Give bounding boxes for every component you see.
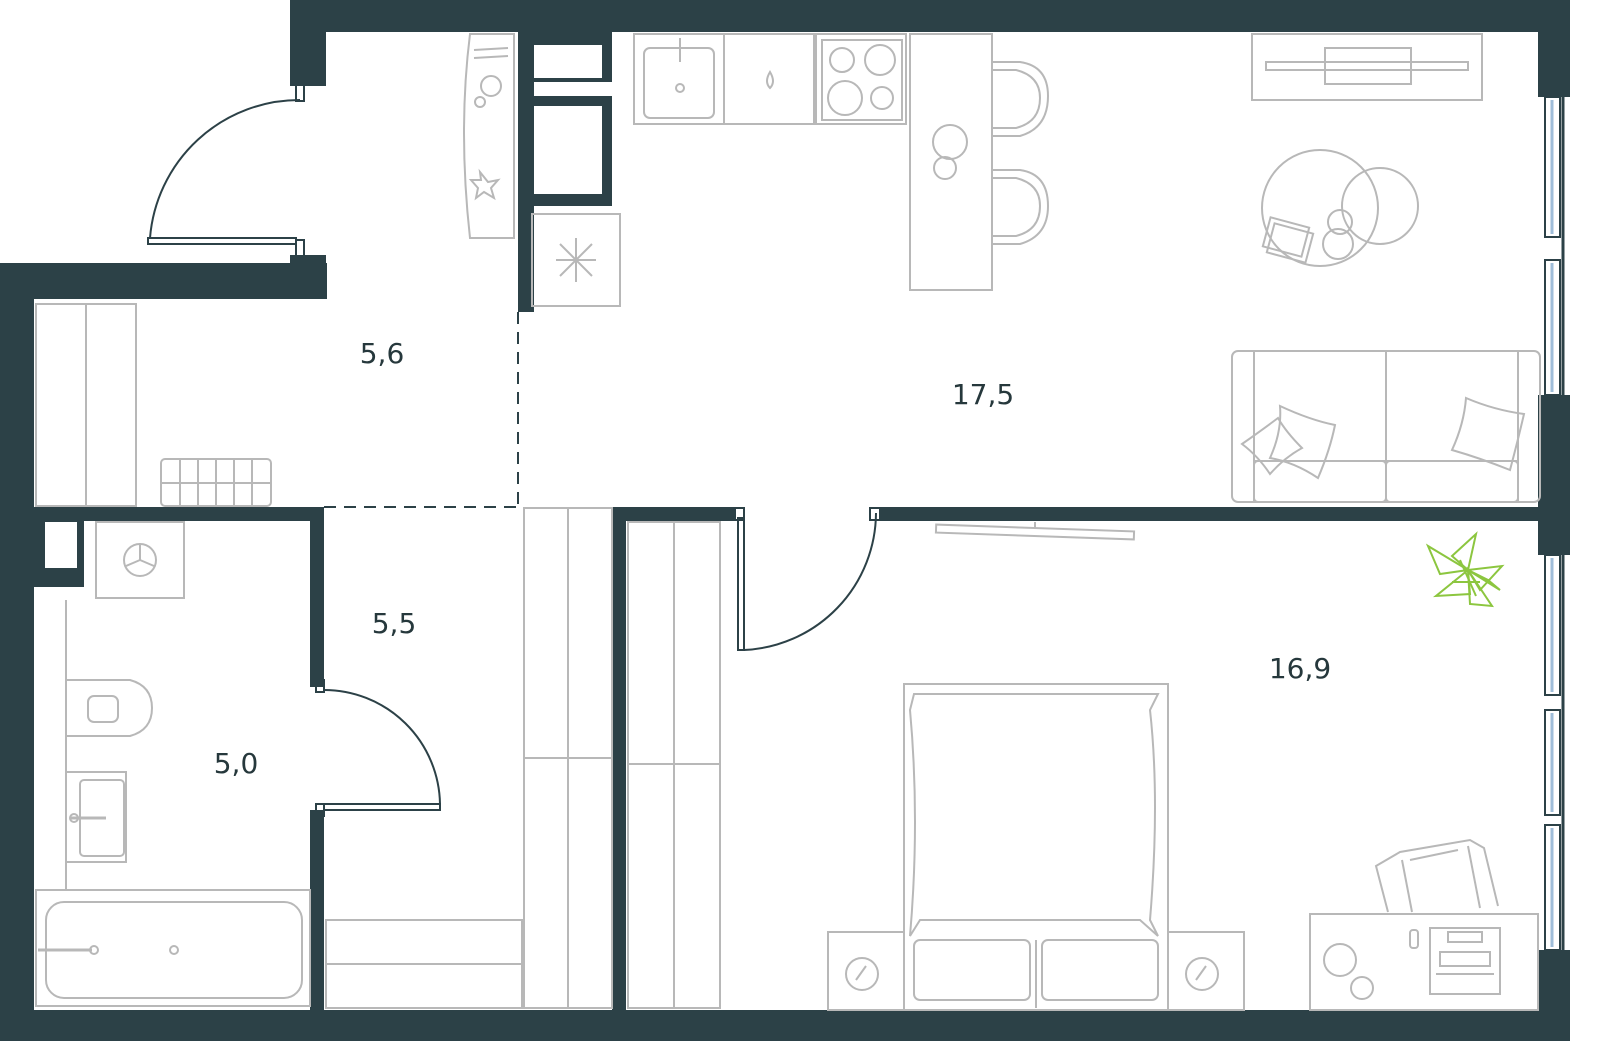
toilet (65, 679, 154, 737)
room-area-bedroom: 16,9 (1269, 652, 1331, 685)
washing-machine (95, 521, 185, 599)
nightstand-left (827, 931, 905, 1011)
hallway-shelf (35, 303, 137, 507)
bathtub (35, 889, 311, 1007)
doors (147, 98, 881, 817)
room-area-corridor: 5,5 (372, 607, 417, 640)
radiator (160, 458, 272, 507)
coffee-tables (1261, 149, 1419, 267)
wardrobe-corridor (523, 507, 613, 1009)
tv-bedroom (934, 522, 1136, 541)
bed (903, 683, 1169, 1011)
room-area-bathroom: 5,0 (214, 747, 259, 780)
desk-chair (1374, 838, 1499, 913)
right-wall-outer (1575, 97, 1580, 395)
bathroom-sink (65, 771, 127, 863)
bar-counter (909, 33, 993, 291)
kitchen-counter (633, 33, 907, 125)
furniture (35, 33, 1541, 1011)
sofa (1231, 350, 1541, 503)
corridor-shelf (325, 919, 523, 1009)
room-area-hallway: 5,6 (360, 337, 405, 370)
nightstand-right (1167, 931, 1245, 1011)
room-labels: 5,6 17,5 5,5 5,0 16,9 (214, 337, 1331, 780)
hall-cabinet (463, 33, 515, 239)
tv-unit-living (1251, 33, 1483, 101)
fridge (531, 213, 621, 307)
bar-stools (992, 61, 1050, 245)
desk (1309, 913, 1539, 1011)
plant-icon (1425, 531, 1505, 608)
room-area-kitchen-living: 17,5 (952, 378, 1014, 411)
room-dividers (324, 312, 519, 508)
wardrobe-bedroom (627, 521, 721, 1009)
